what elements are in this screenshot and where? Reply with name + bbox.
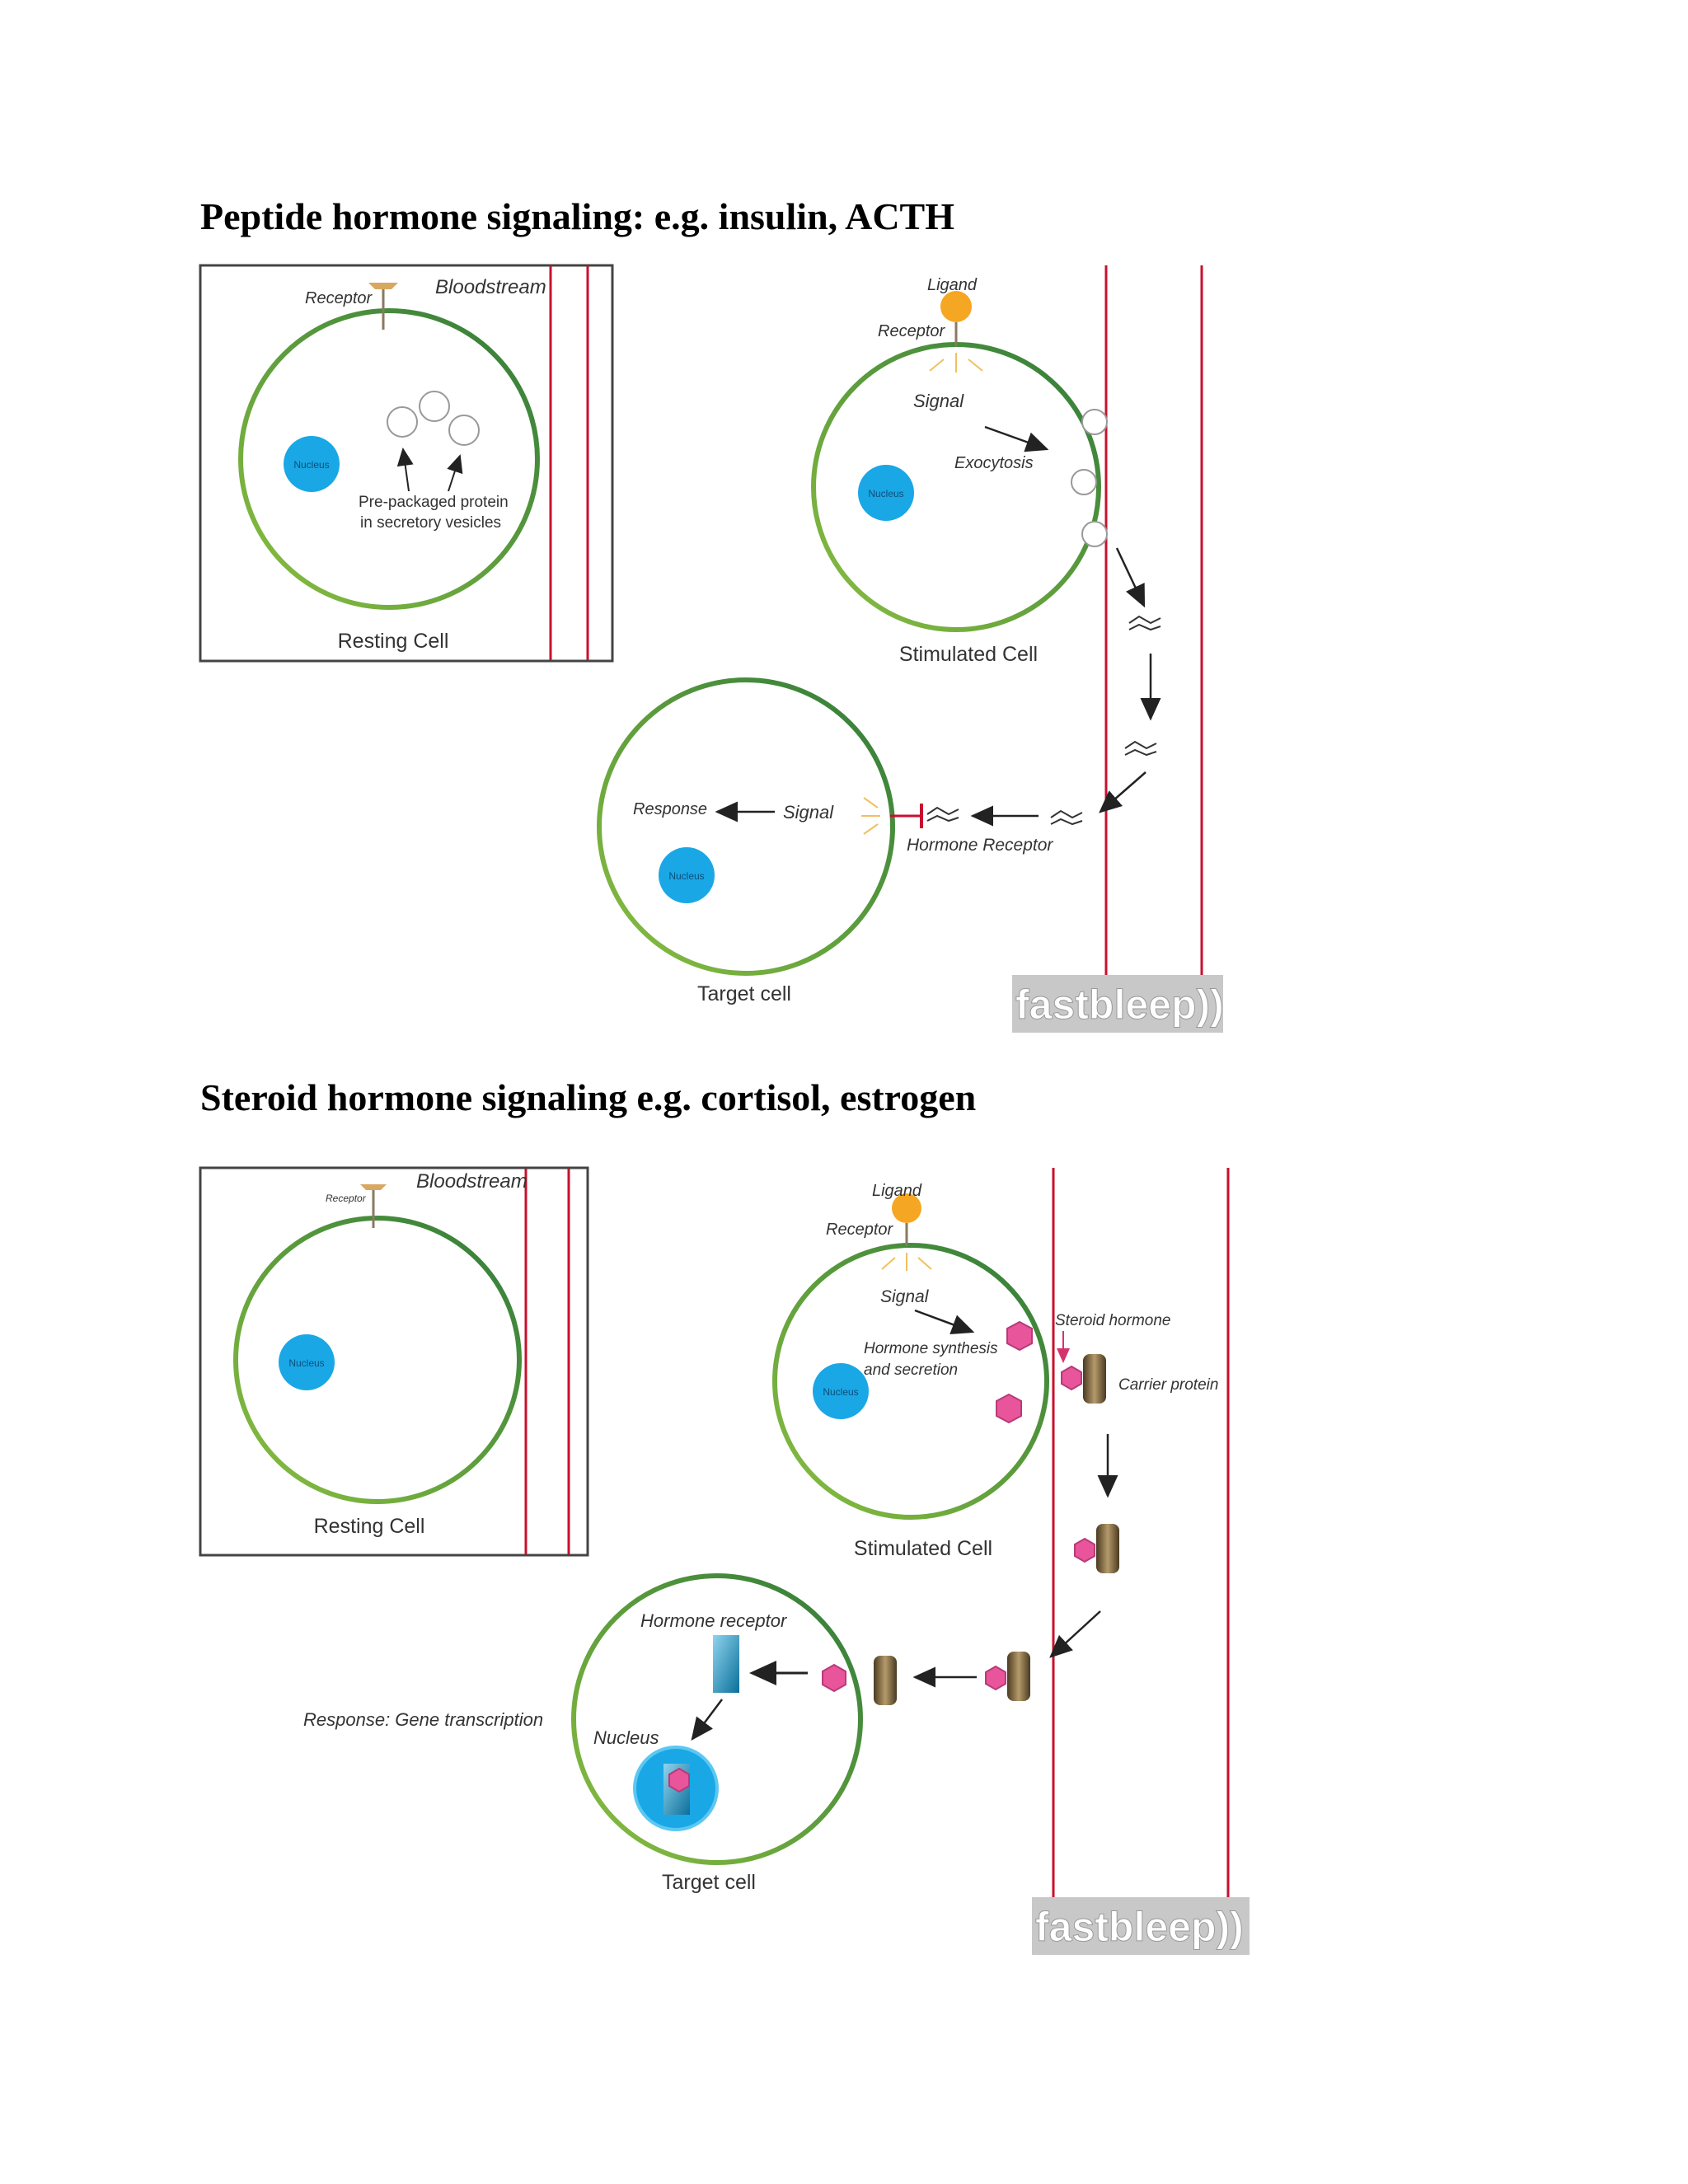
receptor-label: Receptor [305, 289, 373, 307]
carrier-protein-icon [1083, 1354, 1106, 1404]
resting-cell-caption: Resting Cell [338, 630, 449, 653]
peptide-heading: Peptide hormone signaling: e.g. insulin,… [200, 195, 955, 237]
resting-cell-caption: Resting Cell [314, 1515, 425, 1538]
arrow [984, 425, 1049, 452]
nucleus-icon [858, 465, 914, 521]
fastbleep-watermark-logo: fastbleep)) [1012, 975, 1224, 1033]
signal-label: Signal [783, 802, 834, 823]
receptor-icon [360, 1184, 387, 1228]
steroid-transport-path: Steroid hormone Carrier protein [822, 1312, 1218, 1705]
stimulated-cell-membrane [811, 342, 1101, 632]
peptide-diagram: Bloodstream Receptor Nucleus Pre-package… [199, 264, 1224, 1033]
steroid-diagram: Bloodstream Receptor Nucleus Resting Cel… [199, 1166, 1250, 1955]
ligand-label: Ligand [927, 276, 978, 294]
peptide-stimulated-cell: Ligand Receptor Signal Exocytosis Nucleu… [811, 276, 1108, 666]
steroid-hormone-icon [985, 1665, 1006, 1691]
resting-cell-membrane [233, 1216, 522, 1504]
nucleus-icon [279, 1334, 335, 1390]
stimulated-cell-caption: Stimulated Cell [899, 643, 1038, 666]
watermark-text: fastbleep)) [1015, 982, 1224, 1028]
exocytosis-label: Exocytosis [954, 454, 1034, 472]
arrow [1099, 771, 1146, 813]
steroid-hormone-icon [1074, 1537, 1095, 1563]
peptide-resting-panel: Bloodstream Receptor Nucleus Pre-package… [199, 264, 614, 663]
hormone-receptor-icon [890, 804, 923, 828]
bloodstream-label: Bloodstream [416, 1170, 528, 1193]
nucleus-label: Nucleus [668, 870, 704, 882]
ligand-icon [892, 1193, 921, 1223]
stimulated-cell-membrane [772, 1243, 1049, 1520]
nucleus-label: Nucleus [288, 1357, 324, 1369]
steroid-resting-panel: Bloodstream Receptor Nucleus Resting Cel… [199, 1166, 589, 1557]
carrier-protein-icon [874, 1656, 897, 1705]
peptide-hormone-icon [1124, 740, 1157, 757]
arrow [691, 1699, 723, 1741]
resting-panel-frame [199, 264, 614, 663]
nucleus-icon [659, 847, 715, 903]
target-cell-membrane [571, 1573, 863, 1865]
resting-panel-frame [199, 1166, 589, 1557]
carrier-protein-icon [1096, 1524, 1119, 1573]
steroid-hormone-icon [1061, 1365, 1082, 1391]
arrow [1115, 547, 1146, 608]
resting-cell-membrane [238, 308, 540, 610]
signal-burst-icon [929, 353, 983, 373]
synthesis-label-line1: Hormone synthesis [864, 1340, 998, 1357]
receptor-label: Receptor [878, 322, 945, 340]
signal-label: Signal [880, 1287, 930, 1306]
receptor-icon [368, 283, 398, 330]
steroid-hormone-icon [822, 1663, 846, 1693]
peptide-hormone-icon [1050, 809, 1083, 826]
response-label: Response: Gene transcription [303, 1709, 543, 1730]
fastbleep-watermark-logo: fastbleep)) [1032, 1897, 1250, 1955]
hormone-receptor-icon [713, 1635, 739, 1693]
nucleus-label: Nucleus [823, 1386, 858, 1398]
nucleus-icon [813, 1363, 869, 1419]
signal-burst-icon [881, 1253, 932, 1271]
steroid-hormone-icon [1006, 1320, 1033, 1352]
peptide-hormone-icon [926, 806, 959, 823]
steroid-target-cell: Hormone receptor Nucleus Response: Gene … [303, 1573, 863, 1894]
signal-label: Signal [913, 391, 964, 411]
nucleus-text-label: Nucleus [593, 1727, 659, 1748]
watermark-text: fastbleep)) [1035, 1904, 1244, 1950]
steroid-hormone-label: Steroid hormone [1055, 1312, 1170, 1329]
carrier-protein-icon [1007, 1652, 1030, 1701]
vesicles-label-line1: Pre-packaged protein [359, 494, 509, 511]
arrow [447, 454, 463, 492]
peptide-hormone-path [926, 547, 1161, 827]
carrier-protein-label: Carrier protein [1118, 1376, 1218, 1394]
receptor-label: Receptor [326, 1193, 367, 1204]
steroid-stimulated-cell: Ligand Receptor Signal Hormone synthesis… [772, 1182, 1049, 1560]
vesicles-label-line2: in secretory vesicles [360, 514, 501, 532]
arrow [1049, 1610, 1101, 1658]
steroid-hormone-icon [996, 1393, 1022, 1424]
stimulated-cell-caption: Stimulated Cell [854, 1537, 992, 1560]
exocytosis-vesicles-icon [1071, 409, 1108, 547]
synthesis-label-line2: and secretion [864, 1361, 958, 1379]
nucleus-label: Nucleus [868, 488, 903, 499]
signal-burst-icon [861, 797, 880, 835]
response-label: Response [633, 800, 707, 818]
secretory-vesicles-icon [387, 391, 480, 446]
ligand-icon [940, 291, 972, 322]
ligand-label: Ligand [872, 1182, 922, 1200]
receptor-label: Receptor [826, 1221, 893, 1239]
steroid-heading: Steroid hormone signaling e.g. cortisol,… [200, 1076, 977, 1118]
steroid-hormone-icon [668, 1767, 690, 1793]
target-cell-caption: Target cell [662, 1871, 756, 1894]
bloodstream-label: Bloodstream [435, 276, 546, 298]
target-cell-caption: Target cell [697, 982, 791, 1005]
peptide-hormone-icon [1128, 615, 1161, 631]
arrow [914, 1309, 975, 1335]
hormone-receptor-label: Hormone Receptor [907, 836, 1053, 855]
peptide-target-cell: Hormone Receptor Signal Response Nucleus… [597, 677, 1053, 1005]
nucleus-label: Nucleus [293, 459, 329, 471]
hormone-receptor-label: Hormone receptor [640, 1610, 788, 1631]
arrow [396, 448, 414, 492]
nucleus-icon [284, 436, 340, 492]
target-cell-membrane [597, 677, 895, 976]
